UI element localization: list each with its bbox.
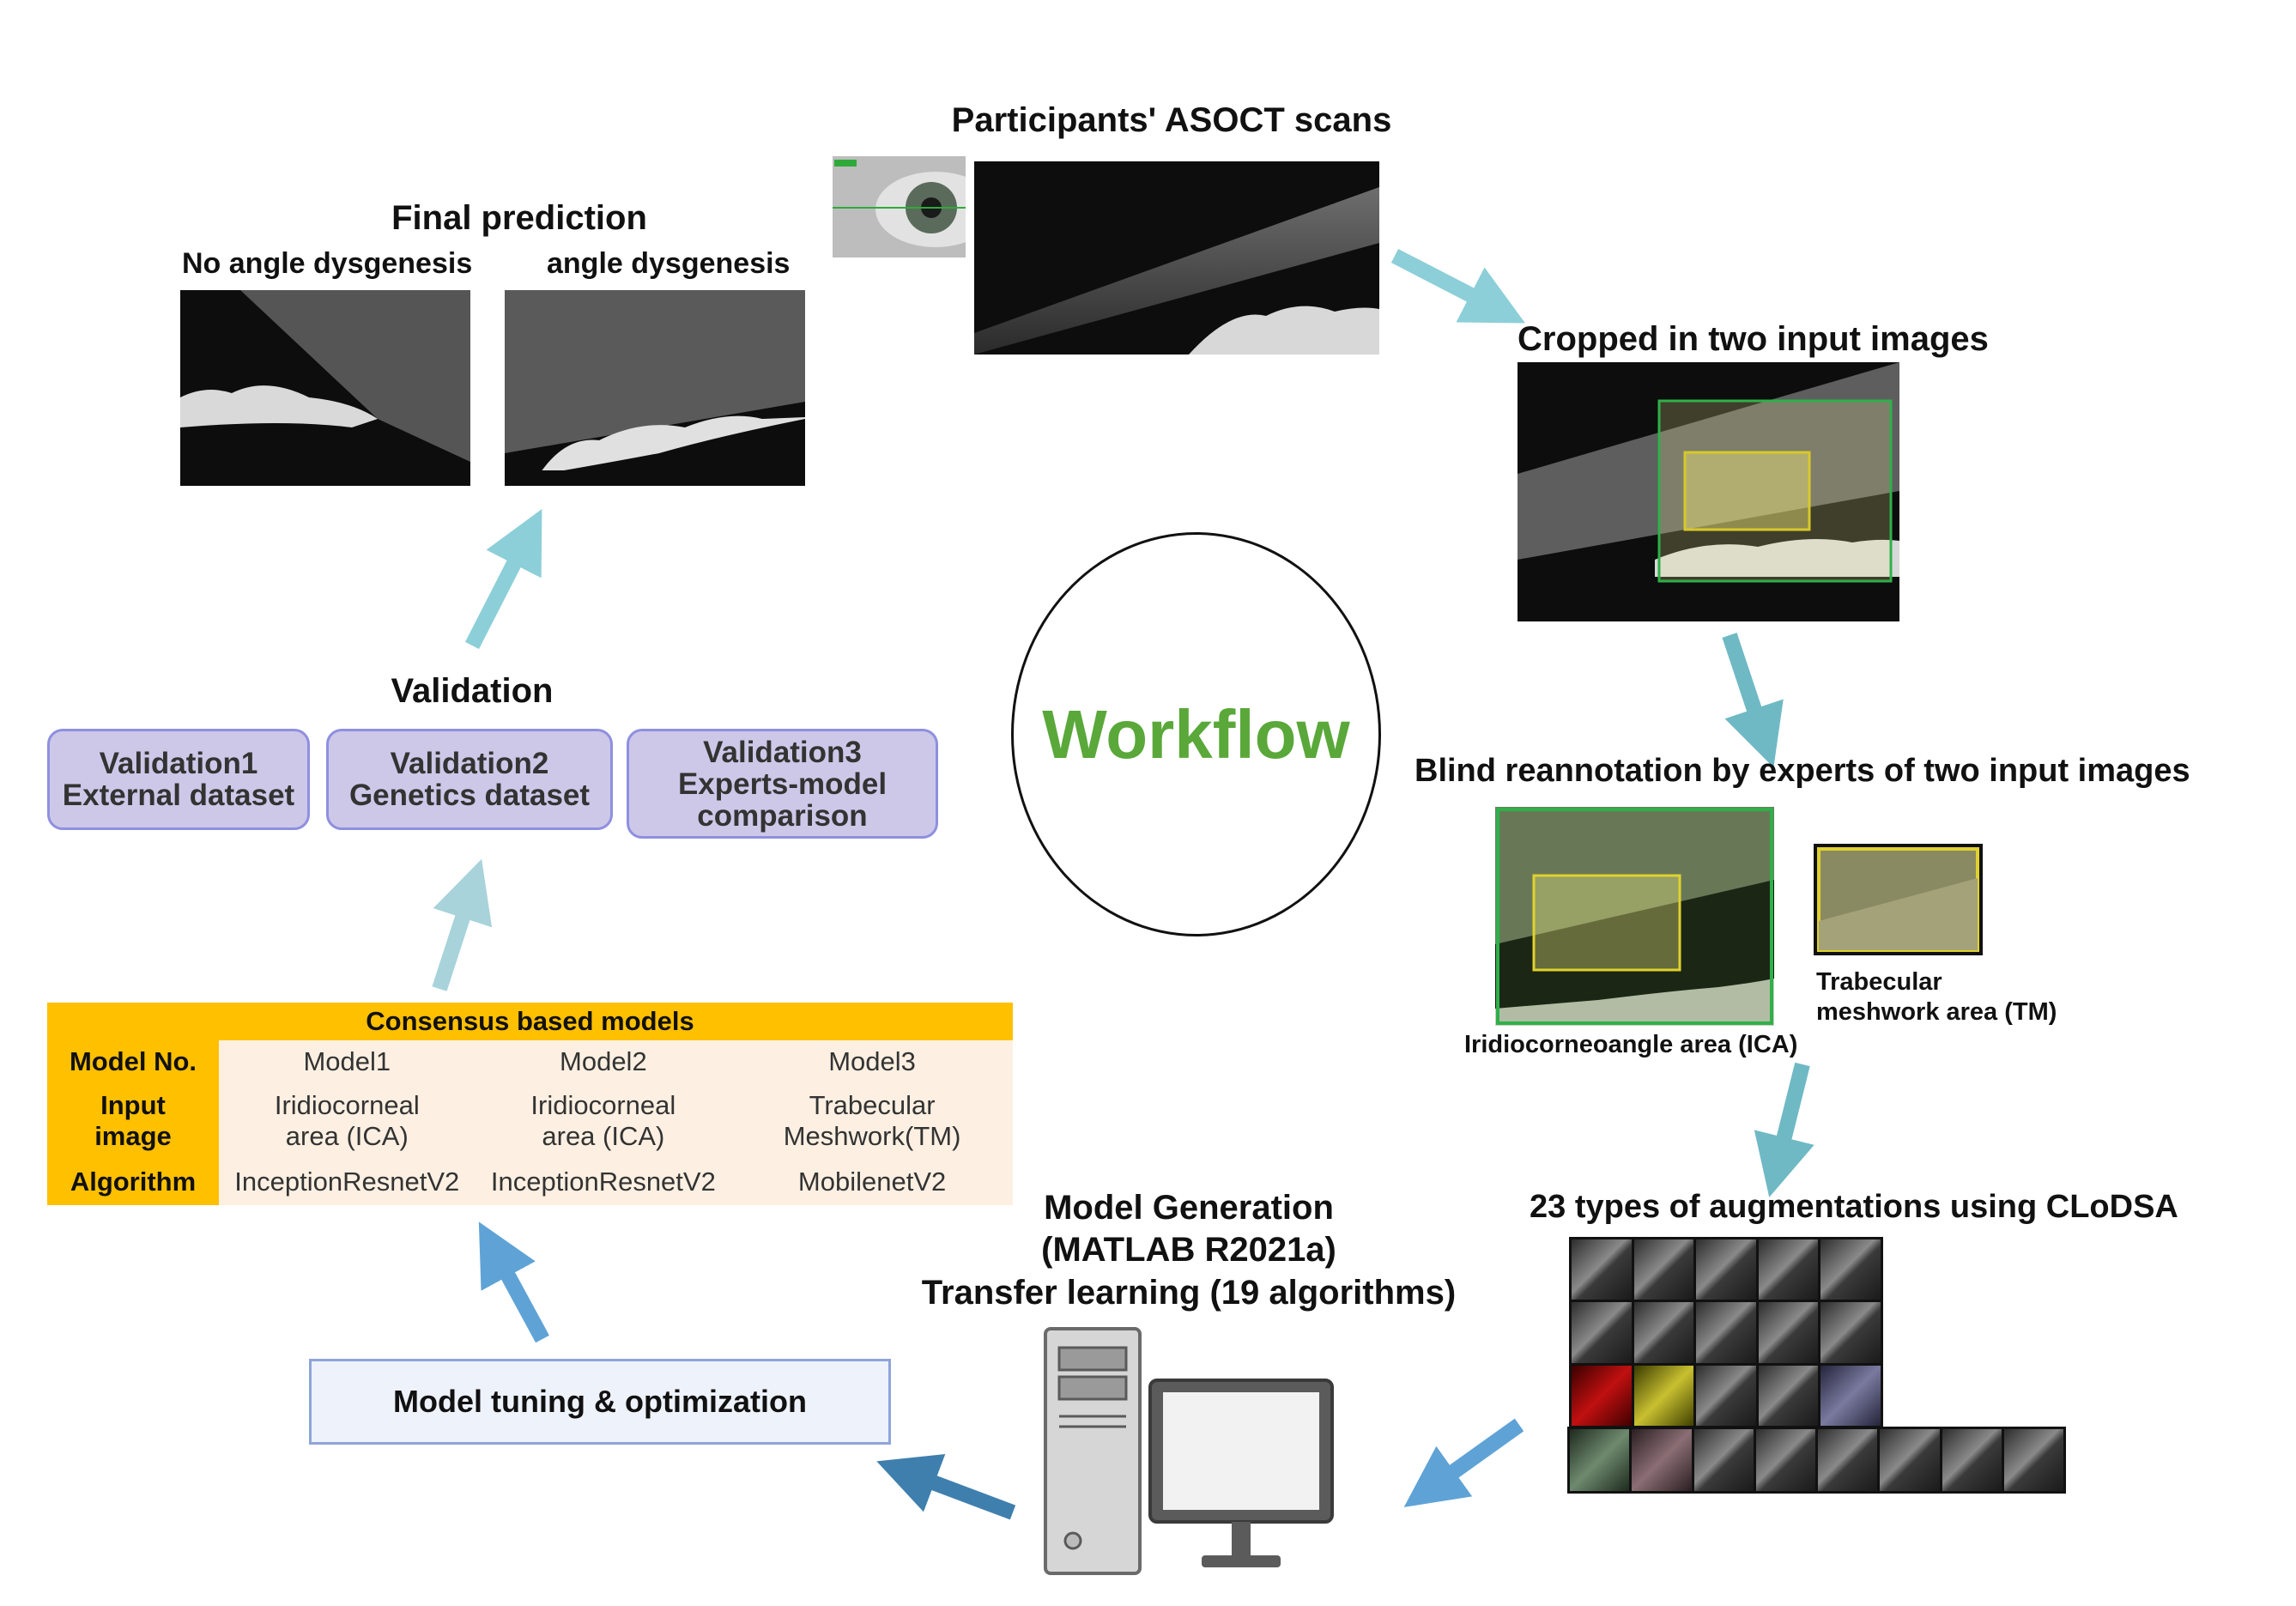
validation-box-1: Validation1 External dataset: [47, 729, 310, 830]
consensus-cell: InceptionResnetV2: [475, 1159, 732, 1205]
consensus-table: Consensus based models Model No. Model1 …: [47, 1003, 1013, 1205]
augmentation-grid-bottom: [1567, 1427, 2066, 1494]
validation-box-2: Validation2 Genetics dataset: [326, 729, 613, 830]
validation-box-line: Validation3: [703, 735, 862, 769]
augmentation-tile: [1696, 1239, 1756, 1300]
augmentation-tile: [1632, 1429, 1692, 1491]
arrow-tuning-to-consensus: [478, 1221, 549, 1343]
model-generation-line1: Model Generation: [1044, 1189, 1334, 1227]
augmentation-tile: [1572, 1365, 1632, 1426]
tm-label-line1: Trabecular: [1816, 968, 1942, 996]
row-key-algorithm: Algorithm: [47, 1159, 219, 1205]
arrow-consensus-to-validation: [432, 858, 493, 991]
augmentation-tile: [1572, 1239, 1632, 1300]
scans-title: Participants' ASOCT scans: [951, 101, 1392, 139]
validation-box-line: Validation1: [99, 747, 258, 780]
validation-box-line: Experts-model: [677, 767, 888, 801]
augmentation-tile: [2003, 1429, 2063, 1491]
augmentation-tile: [1758, 1239, 1819, 1300]
ica-label: Iridiocorneoangle area (ICA): [1464, 1031, 1798, 1058]
augmentation-tile: [1693, 1429, 1754, 1491]
consensus-title: Consensus based models: [47, 1003, 1013, 1040]
arrow-crop-to-reannotation: [1722, 633, 1784, 768]
validation-box-line: comparison: [697, 798, 868, 833]
validation-title: Validation: [391, 672, 554, 710]
consensus-cell: Model3: [731, 1040, 1013, 1083]
validation-box-line: Genetics dataset: [348, 779, 591, 812]
augmentation-tile: [1633, 1239, 1694, 1300]
augmentation-tile: [1942, 1429, 2002, 1491]
crop-title: Cropped in two input images: [1518, 320, 1989, 358]
tm-crop-image: [1814, 844, 1983, 955]
validation-box-line: External dataset: [62, 779, 295, 812]
no-dysgenesis-image: [180, 290, 470, 486]
augmentation-tile: [1758, 1302, 1819, 1363]
model-generation-line2: (MATLAB R2021a): [1041, 1231, 1336, 1269]
arrow-validation-to-prediction: [464, 508, 542, 650]
consensus-cell: Model1: [219, 1040, 476, 1083]
validation-box-3: Validation3 Experts-model comparison: [627, 729, 938, 839]
augmentation-tile: [1880, 1429, 1940, 1491]
no-dysgenesis-label: No angle dysgenesis: [182, 247, 473, 280]
augmentation-tile: [1820, 1239, 1881, 1300]
computer-illustration: [1044, 1327, 1334, 1575]
model-tuning-box: Model tuning & optimization: [309, 1359, 891, 1445]
augmentation-title: 23 types of augmentations using CLoDSA: [1530, 1189, 2178, 1225]
augmentation-tile: [1572, 1302, 1632, 1363]
augmentation-tile: [1633, 1365, 1694, 1426]
computer-tower-icon: [1044, 1327, 1142, 1575]
model-generation-line3: Transfer learning (19 algorithms): [921, 1274, 1457, 1312]
augmentation-grid-top: [1569, 1237, 1883, 1428]
consensus-cell: MobilenetV2: [731, 1159, 1013, 1205]
monitor-icon: [1148, 1379, 1334, 1567]
workflow-label: Workflow: [1042, 695, 1350, 773]
dysgenesis-image: [505, 290, 805, 486]
consensus-cell: InceptionResnetV2: [219, 1159, 476, 1205]
augmentation-tile: [1696, 1302, 1756, 1363]
augmentation-tile: [1820, 1365, 1881, 1426]
row-key-input-image: Input image: [47, 1083, 219, 1159]
final-prediction-title: Final prediction: [391, 199, 647, 237]
cropped-scan-image: [1518, 362, 1899, 621]
augmentation-tile: [1818, 1429, 1878, 1491]
validation-box-line: Validation2: [390, 747, 549, 780]
dysgenesis-label: angle dysgenesis: [547, 247, 791, 280]
consensus-cell: Iridiocorneal area (ICA): [219, 1083, 476, 1159]
augmentation-tile: [1696, 1365, 1756, 1426]
consensus-cell: Model2: [475, 1040, 732, 1083]
eye-photo-thumbnail: [833, 156, 966, 258]
tm-label-line2: meshwork area (TM): [1816, 998, 2057, 1026]
augmentation-tile: [1755, 1429, 1815, 1491]
workflow-circle: Workflow: [1011, 532, 1381, 936]
model-tuning-label: Model tuning & optimization: [393, 1384, 807, 1419]
arrow-reannotation-to-augmentation: [1754, 1062, 1814, 1197]
arrow-augmentation-to-model: [1403, 1418, 1524, 1507]
asoct-scan-image: [974, 161, 1379, 355]
reannotation-title: Blind reannotation by experts of two inp…: [1415, 753, 2190, 789]
arrow-model-to-tuning: [876, 1453, 1016, 1520]
augmentation-tile: [1633, 1302, 1694, 1363]
augmentation-tile: [1758, 1365, 1819, 1426]
row-key-model-no: Model No.: [47, 1040, 219, 1083]
ica-crop-image: [1495, 807, 1774, 1026]
consensus-cell: Iridiocorneal area (ICA): [475, 1083, 732, 1159]
augmentation-tile: [1570, 1429, 1630, 1491]
arrow-scans-to-crop: [1390, 249, 1525, 324]
augmentation-tile: [1820, 1302, 1881, 1363]
consensus-cell: Trabecular Meshwork(TM): [731, 1083, 1013, 1159]
